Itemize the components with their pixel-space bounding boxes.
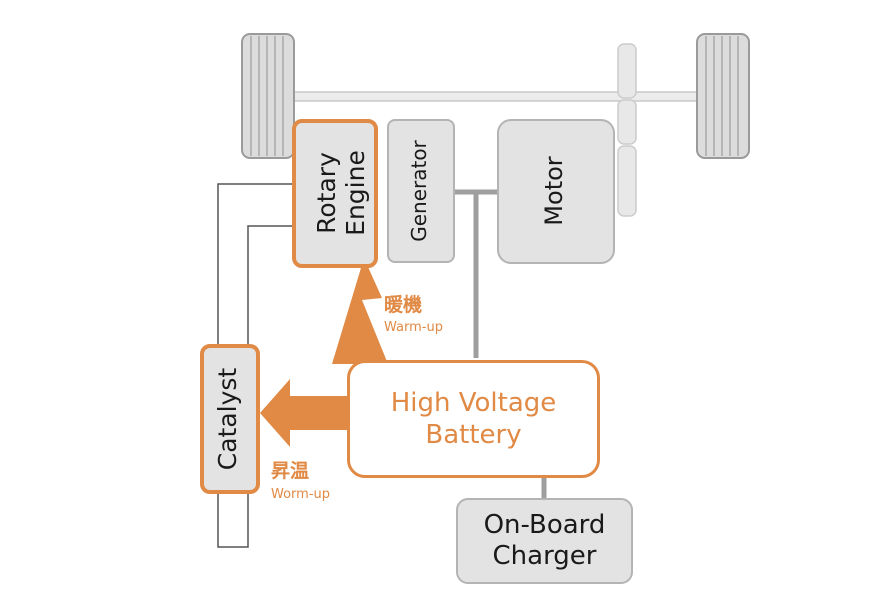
engine-warmup-jp: 暖機 xyxy=(384,294,423,316)
catalyst-box xyxy=(200,344,260,494)
reduction-gear xyxy=(617,43,637,217)
rotary-engine-label-line2: Engine xyxy=(340,150,370,236)
right-wheel xyxy=(696,33,750,159)
rotary-engine-label-line1: Rotary xyxy=(312,152,341,234)
high-voltage-battery-box: High Voltage Battery xyxy=(347,360,600,478)
charger-label-line1: On-Board xyxy=(483,509,606,540)
battery-label-line2: Battery xyxy=(425,420,522,450)
charger-label-line2: Charger xyxy=(492,541,597,571)
motor-label: Motor xyxy=(540,156,568,226)
warmup-arrow-catalyst xyxy=(260,379,352,447)
on-board-charger-box: On-Board Charger xyxy=(456,498,633,584)
electrical-wiring xyxy=(455,189,547,498)
generator-label: Generator xyxy=(407,140,431,242)
warmup-arrow-engine xyxy=(332,258,388,364)
catalyst-warmup-en: Worm-up xyxy=(271,487,331,502)
battery-label-line1: High Voltage xyxy=(390,387,557,418)
axle-shaft xyxy=(289,91,699,102)
generator-box xyxy=(387,119,455,263)
motor-box xyxy=(497,119,615,264)
rotary-engine-label: Rotary Engine xyxy=(312,128,370,258)
engine-warmup-en: Warm-up xyxy=(384,320,443,335)
rotary-engine-box xyxy=(292,119,378,268)
left-wheel xyxy=(241,33,295,159)
catalyst-warmup-jp: 昇温 xyxy=(271,460,310,482)
exhaust-pipe xyxy=(217,183,292,548)
catalyst-label: Catalyst xyxy=(213,367,242,471)
